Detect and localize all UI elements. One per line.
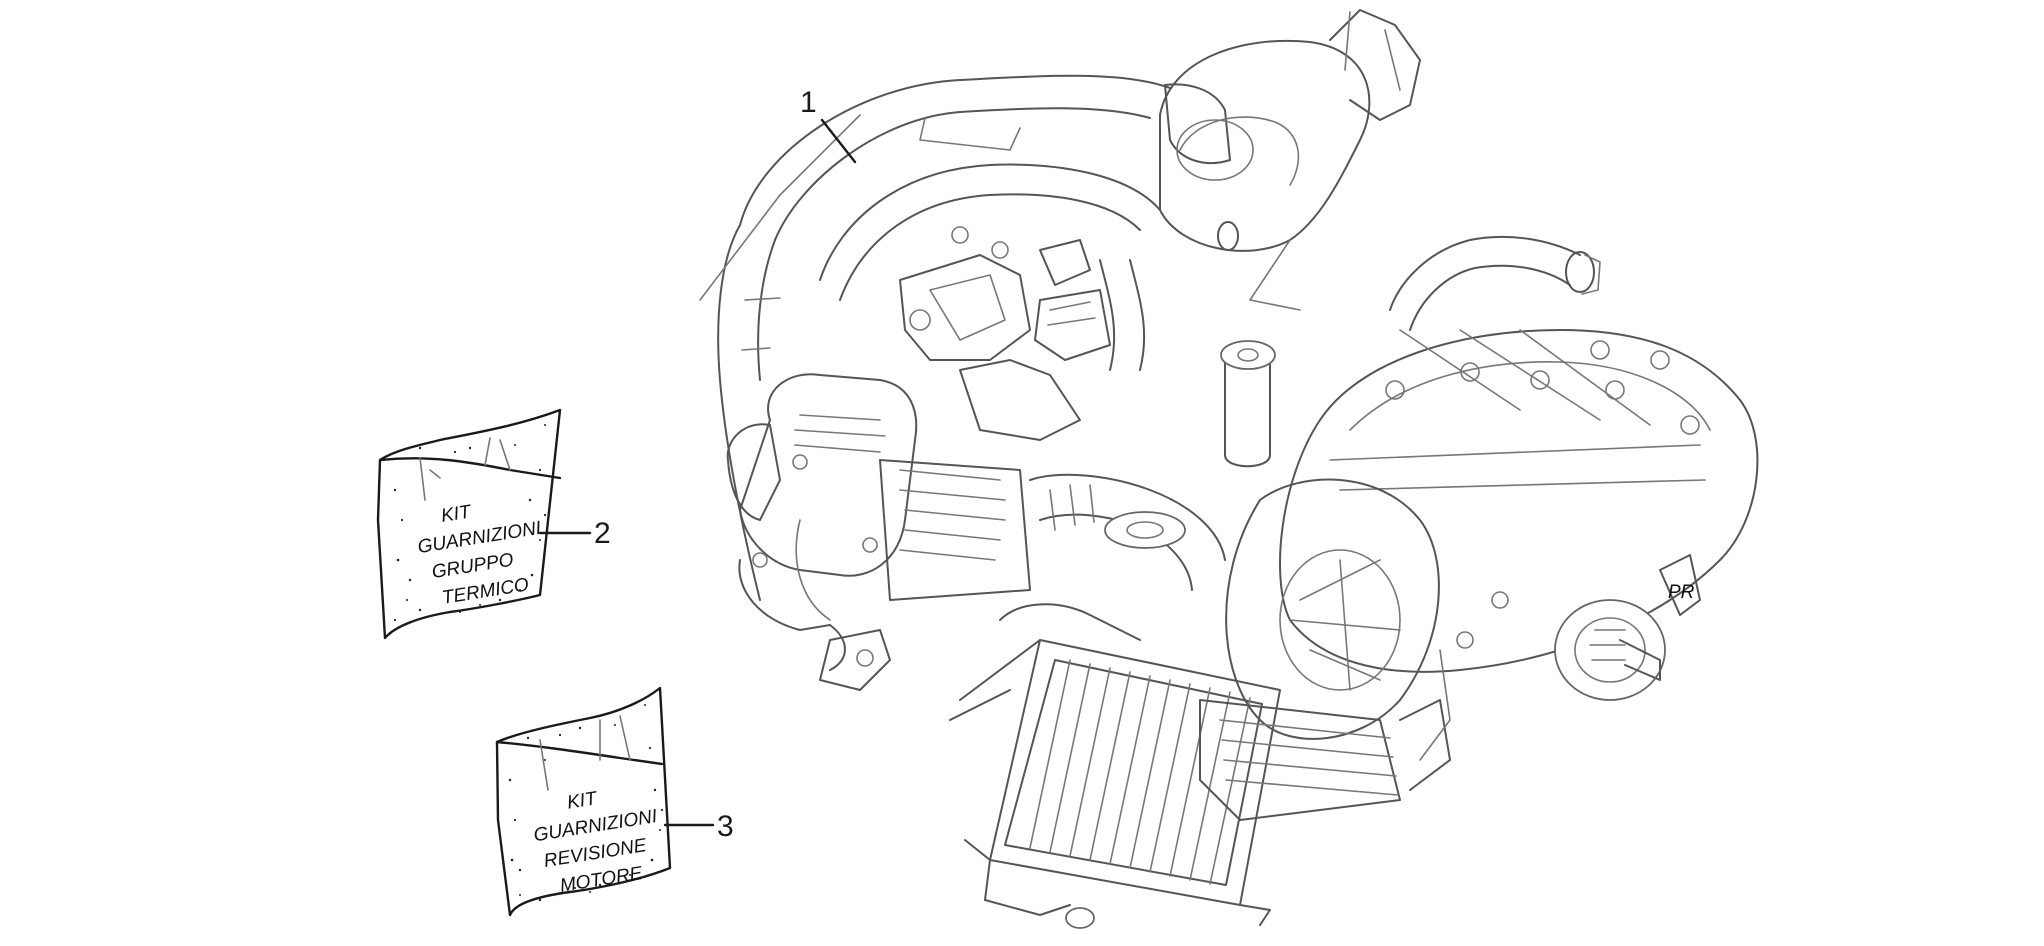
callout-number: 2 — [594, 517, 611, 550]
callout-number: 3 — [717, 810, 734, 843]
logo-watermark: PR — [1668, 582, 1695, 603]
callout-1[interactable]: 1 — [800, 86, 857, 164]
engine-assembly[interactable]: PR — [699, 9, 1759, 929]
kit-bag-speckles — [393, 424, 547, 622]
svg-text:KIT GUARNIZIONI RE: KIT GUARNIZIONI REVISIONE MOTORE — [528, 779, 672, 900]
kit1-line1: KIT — [440, 501, 474, 527]
callout-3[interactable]: 3 — [663, 810, 734, 843]
svg-text:KIT GUARNIZIONI GR: KIT GUARNIZIONI GRUPPO TERMICO — [412, 490, 556, 611]
radiator — [949, 639, 1281, 929]
callout-2[interactable]: 2 — [538, 517, 611, 550]
kit-bag-overhaul[interactable]: KIT GUARNIZIONI REVISIONE MOTORE — [495, 686, 672, 917]
kit2-line1: KIT — [566, 788, 600, 814]
kit-bag-cylinder[interactable]: KIT GUARNIZIONI GRUPPO TERMICO — [376, 408, 562, 640]
kit2-line4: MOTORE — [559, 863, 645, 897]
callout-number: 1 — [800, 86, 817, 119]
kit1-line2: GUARNIZIONI — [416, 518, 543, 558]
kit-bag-speckles — [508, 704, 664, 902]
